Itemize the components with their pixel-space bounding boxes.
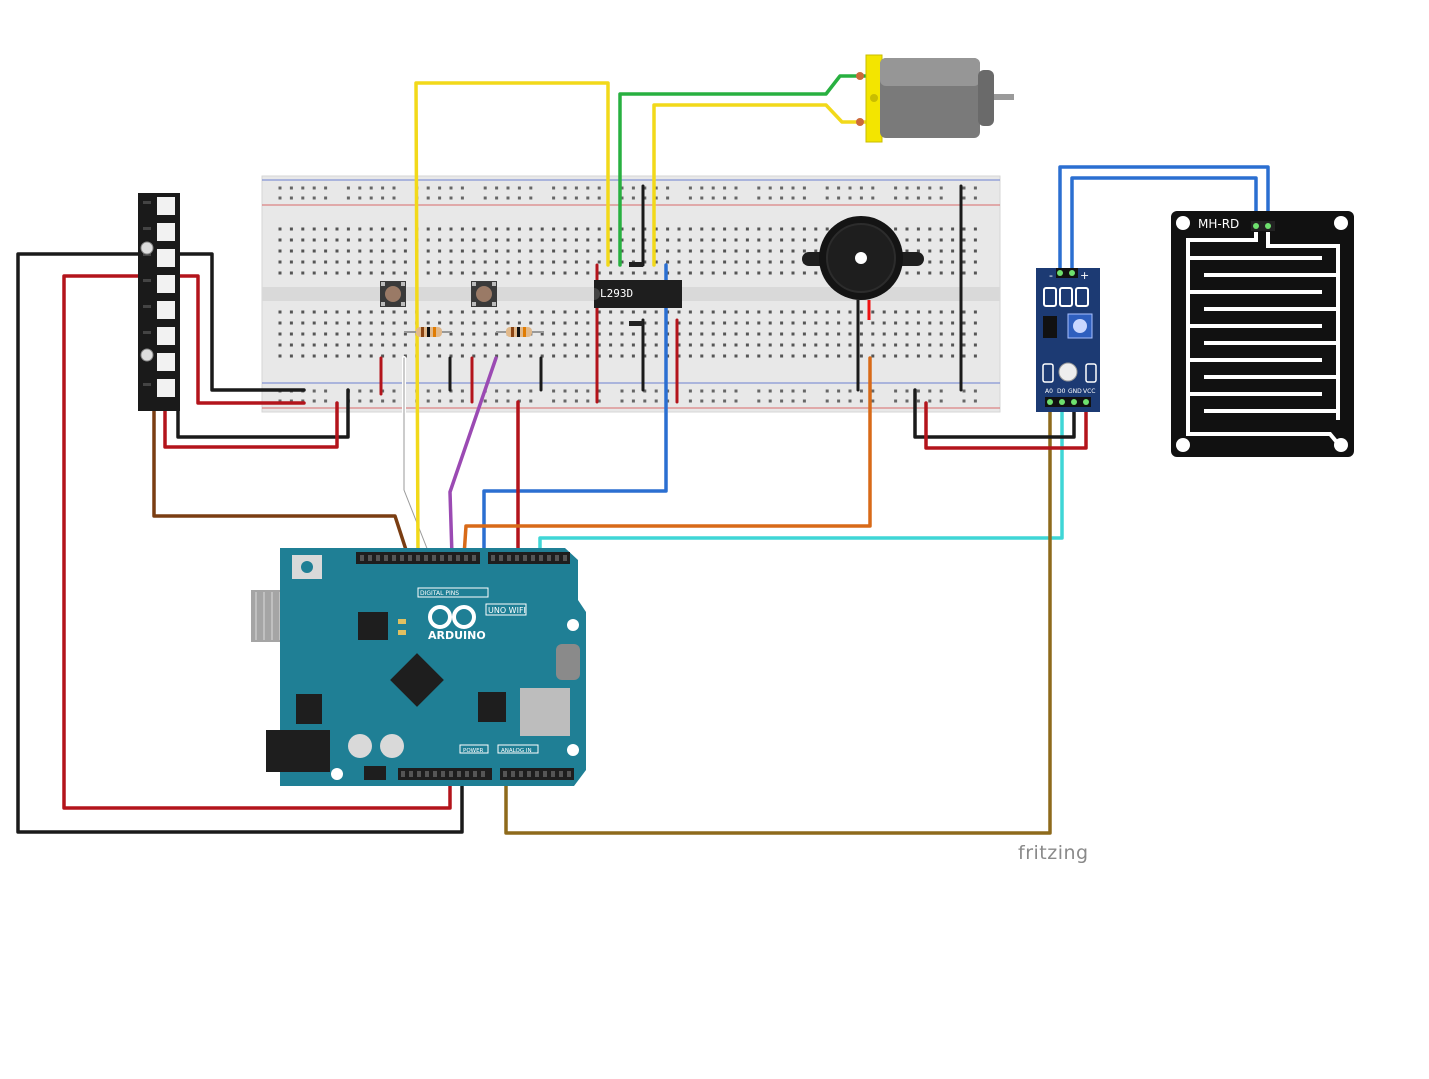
module-pin-gnd: GND — [1068, 388, 1082, 395]
wire-red-long — [62, 274, 452, 810]
push-button-1 — [380, 281, 406, 307]
module-pin-vcc: VCC — [1083, 388, 1095, 395]
arduino-brand-label: ARDUINO — [428, 629, 486, 642]
wire-black-strip-gnd — [176, 252, 306, 392]
uno-wifi-label: UNO WIFI — [488, 606, 526, 615]
arduino-logo — [428, 605, 476, 629]
wire-green-motor — [618, 74, 867, 267]
led-strip — [138, 193, 180, 411]
rain-sensor-module: - + A0 D0 GND VCC — [1036, 268, 1100, 412]
push-button-2 — [471, 281, 497, 307]
wire-olive-module — [504, 400, 1052, 835]
wire-black-module-gnd — [913, 388, 1076, 439]
module-pin-a0: A0 — [1045, 388, 1053, 395]
power-label: POWER — [463, 748, 484, 754]
wire-brown-strip-data — [152, 408, 410, 558]
resistor-2 — [496, 327, 544, 337]
wire-yellow-l293d — [414, 81, 610, 558]
breadboard-holes — [278, 186, 977, 403]
module-plus-label: + — [1080, 269, 1089, 282]
wire-orange-buzzer — [462, 356, 872, 558]
wire-black-long — [16, 252, 464, 834]
wire-red-strip-vcc — [176, 274, 306, 405]
resistor-1 — [404, 327, 452, 337]
capacitor-top — [629, 262, 643, 267]
wire-white-button1-outline — [403, 357, 431, 557]
dc-motor — [856, 54, 1014, 143]
module-pin-d0: D0 — [1057, 388, 1066, 395]
wire-blue-l293d — [482, 263, 668, 558]
piezo-buzzer — [802, 216, 924, 320]
arduino-uno-wifi: DIGITAL PINS UNO WIFI ARDUINO POWER ANAL… — [251, 548, 586, 786]
analog-in-label: ANALOG IN — [501, 748, 532, 754]
digital-pins-label: DIGITAL PINS — [420, 590, 459, 597]
module-minus-label: - — [1049, 269, 1053, 282]
wire-purple-button2 — [448, 356, 498, 558]
l293d-label: L293D — [600, 287, 633, 300]
capacitor-bottom — [629, 321, 643, 326]
wire-red-module-vcc — [924, 400, 1088, 450]
rain-sensor-plate: MH-RD — [1171, 211, 1354, 457]
wire-blue-module-plate1 — [1058, 165, 1270, 274]
wire-yellow-motor — [652, 103, 868, 267]
wire-cyan-module — [538, 400, 1064, 558]
wire-blue-module-plate2 — [1070, 176, 1258, 274]
fritzing-watermark: fritzing — [1018, 842, 1089, 864]
wires — [16, 74, 1270, 835]
l293d-driver: L293D — [594, 280, 682, 308]
wire-black-strip-rail — [176, 388, 350, 439]
wire-red-strip-rail — [163, 401, 339, 449]
plate-label: MH-RD — [1198, 217, 1239, 231]
